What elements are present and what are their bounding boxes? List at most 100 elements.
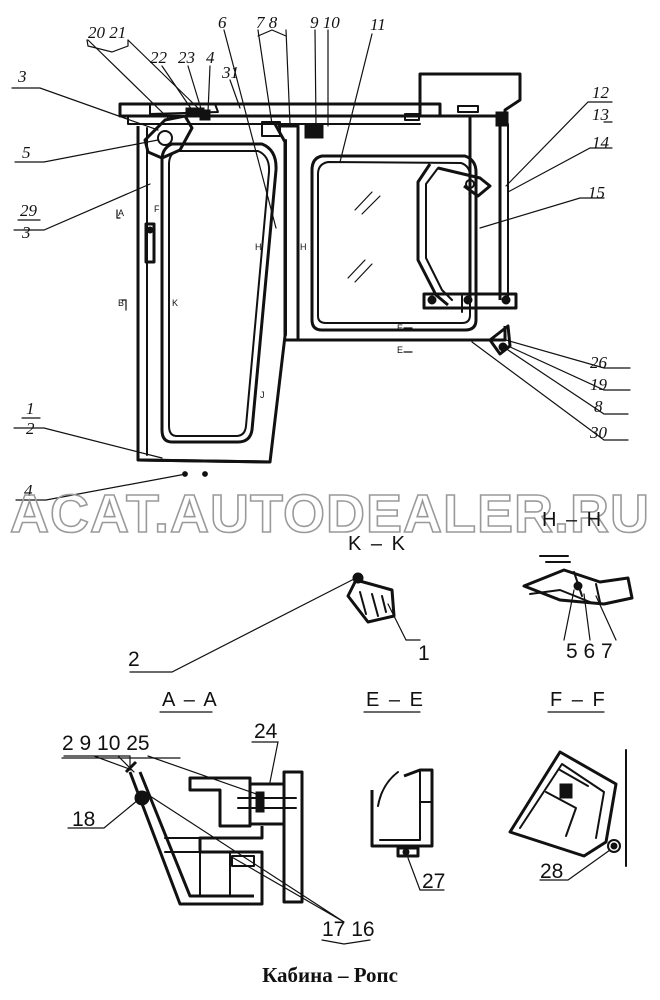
ff-inner-profile	[519, 763, 605, 839]
ee-outer-profile	[370, 768, 434, 848]
label-9-10: 9 10	[310, 13, 340, 32]
leader-30	[471, 341, 629, 441]
label-20-21: 20 21	[88, 23, 126, 42]
lower-bracket-web	[461, 295, 471, 313]
section-aa: A – A 2 9 10 25 24 18 17 16	[61, 689, 375, 945]
kk-ribs	[359, 591, 387, 617]
mark-j: J	[260, 390, 265, 400]
housing-slot	[457, 105, 479, 113]
mark-e2: E	[397, 345, 403, 355]
door-handle	[144, 222, 156, 264]
pillar-clamp	[304, 123, 324, 139]
section-marks: A F H H B K E E J	[116, 204, 413, 400]
pillar-cap	[261, 121, 281, 137]
leader-1-2	[13, 427, 163, 459]
grab-handle	[416, 163, 449, 307]
leader-20-21	[87, 39, 201, 119]
mark-f: F	[154, 204, 160, 214]
section-kk: K – K 2 1	[128, 533, 430, 673]
label-19: 19	[590, 375, 608, 394]
section-ff: F – F 28	[508, 689, 627, 883]
aa-leader-24	[251, 741, 279, 783]
ff-ribs	[545, 769, 589, 837]
door-outer-frame	[136, 123, 287, 464]
title-ee: E – E	[366, 689, 425, 711]
hh-leaders	[563, 589, 617, 641]
label-3: 3	[17, 67, 27, 86]
label-2: 2	[26, 419, 35, 438]
lower-bolt-3	[501, 295, 511, 305]
lower-bolt-1	[427, 295, 437, 305]
diagram-caption: Кабина – Ропс	[262, 963, 398, 987]
brace-20-21	[86, 39, 129, 53]
ee-label-27: 27	[422, 870, 445, 893]
leader-15	[479, 197, 605, 229]
ff-seal-28	[607, 839, 621, 853]
ff-seal-dot	[610, 842, 618, 850]
label-31: 31	[221, 63, 239, 82]
label-30: 30	[589, 423, 608, 442]
corner-bolt	[498, 342, 508, 352]
hh-details	[529, 571, 601, 603]
aa-post	[282, 770, 304, 904]
rops-top-housing	[418, 72, 522, 118]
hinge-pin	[157, 130, 173, 146]
aa-ribs	[164, 837, 263, 897]
door-sill	[137, 458, 271, 464]
ff-outer-profile	[508, 750, 618, 858]
side-window-inner	[317, 161, 471, 324]
kk-leader-2	[129, 577, 357, 673]
rops-rear-post	[468, 116, 502, 300]
leader-7-8	[257, 29, 291, 125]
leader-4-bottom	[15, 473, 187, 501]
aa-label-24: 24	[254, 720, 278, 743]
roof-vent	[404, 113, 420, 121]
ee-curve	[377, 771, 399, 807]
leader-11	[339, 33, 373, 163]
aa-label-top: 2 9 10 25	[62, 732, 150, 755]
label-1: 1	[26, 399, 35, 418]
label-12: 12	[592, 83, 610, 102]
label-14: 14	[592, 133, 610, 152]
mark-k: K	[172, 298, 178, 308]
hh-profile	[522, 568, 634, 606]
ff-block	[559, 783, 573, 799]
ee-leader-27	[407, 857, 445, 891]
leader-12-13	[505, 101, 613, 187]
aa-edge-tip	[124, 760, 138, 774]
aa-label-18: 18	[72, 808, 95, 831]
body-lower-rear	[298, 326, 507, 342]
door-hinge-bracket	[143, 114, 194, 160]
mark-b-bracket	[121, 299, 127, 311]
label-5: 5	[22, 143, 31, 162]
mark-h2: H	[300, 242, 307, 252]
door-window-outer	[160, 142, 278, 444]
handle-bolt	[146, 226, 154, 234]
leader-14	[507, 147, 613, 193]
aa-leaders-17-16	[149, 795, 345, 923]
aa-leaders-top	[63, 755, 263, 797]
watermark: ACAT.AUTODEALER.RU	[10, 484, 650, 544]
aa-inner-profile	[138, 771, 254, 898]
aa-upper-box	[188, 776, 252, 828]
label-23: 23	[178, 48, 195, 67]
label-26: 26	[590, 353, 608, 372]
main-leader-lines	[11, 29, 631, 501]
hh-label-5-6-7: 5 6 7	[566, 640, 613, 663]
kk-leader-1	[387, 603, 421, 641]
title-hh: H – H	[542, 509, 603, 531]
label-8: 8	[594, 397, 603, 416]
ff-leader-28	[539, 849, 611, 881]
label-7-8: 7 8	[256, 13, 278, 32]
mark-a-bracket	[116, 209, 121, 219]
label-11: 11	[370, 15, 386, 34]
leader-22	[161, 65, 193, 111]
roof-bolt	[199, 109, 211, 121]
leader-4-top	[207, 65, 211, 113]
kk-label-2: 2	[128, 648, 140, 671]
title-ff: F – F	[550, 689, 607, 711]
leader-9-10	[314, 29, 329, 127]
glass-reflection-2	[347, 259, 373, 283]
